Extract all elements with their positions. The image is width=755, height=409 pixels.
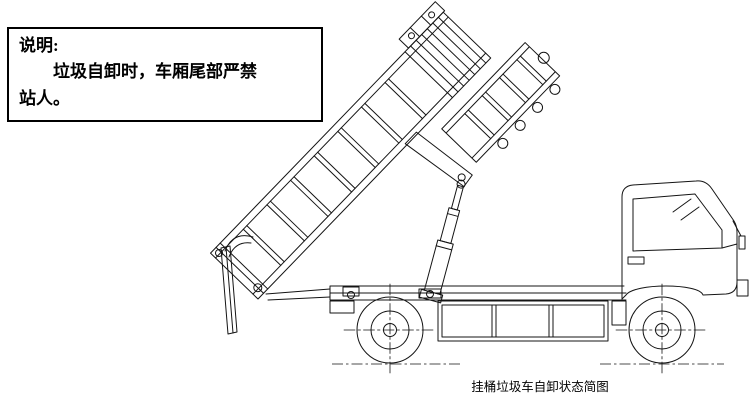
lifter-roller [532, 101, 544, 113]
front-bumper [736, 279, 749, 297]
truck-cab [621, 180, 749, 300]
lifter-end-roller [537, 51, 550, 64]
raised-dump-bed [210, 1, 561, 300]
note-title: 说明: [19, 36, 59, 55]
note-line-1: 垃圾自卸时，车厢尾部严禁 [53, 62, 257, 82]
note-line-2: 站人。 [19, 88, 70, 108]
front-wheel [615, 283, 709, 375]
note-box: 说明: 垃圾自卸时，车厢尾部严禁 站人。 [7, 27, 323, 123]
bed-pivot [253, 283, 263, 293]
cab-window [632, 193, 723, 252]
chassis-frame [265, 285, 627, 326]
lifter-roller [497, 137, 509, 149]
rear-wheel [343, 283, 437, 375]
mirror-icon [732, 220, 742, 237]
door-handle [627, 256, 645, 265]
window-glare-icon [672, 198, 700, 221]
lifter-top-arm [398, 1, 446, 49]
telescopic-hoist-cylinder [418, 179, 466, 304]
bucket-lifter-frame [441, 42, 561, 163]
side-mirror [738, 235, 746, 250]
cylinder-lug [404, 131, 473, 187]
tool-box [437, 300, 609, 342]
bed-ribs [242, 78, 427, 266]
tailgate-hinge [215, 249, 224, 258]
bed-front-wall [404, 16, 487, 99]
lifter-roller [549, 83, 561, 95]
lifter-roller [514, 119, 526, 131]
figure-caption: 挂桶垃圾车自卸状态简图 [471, 380, 609, 394]
open-tailgate [220, 235, 254, 335]
bed-rear-wall [215, 242, 269, 294]
